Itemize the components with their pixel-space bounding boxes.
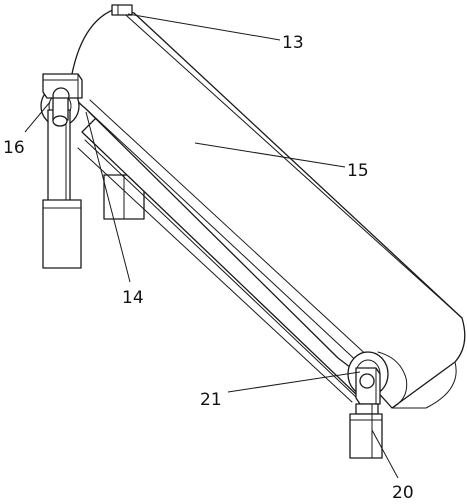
left-shaft — [52, 87, 70, 127]
conveyor-belt — [69, 7, 466, 409]
label-16: 16 — [3, 138, 25, 158]
leader-15 — [194, 142, 346, 168]
leader-20 — [371, 429, 399, 479]
leader-21 — [227, 371, 361, 393]
label-15: 15 — [347, 161, 369, 181]
leader-14 — [85, 111, 131, 283]
leader-13 — [127, 13, 281, 41]
left-support-leg — [42, 109, 82, 269]
left-bearing-block — [42, 73, 83, 99]
label-13: 13 — [282, 33, 304, 53]
label-20: 20 — [392, 483, 414, 503]
label-21: 21 — [200, 390, 222, 410]
leader-lines — [24, 13, 399, 479]
right-bearing-block — [355, 367, 381, 405]
right-support-leg — [349, 403, 383, 459]
leader-16 — [24, 101, 51, 133]
top-bracket — [111, 4, 133, 16]
label-14: 14 — [122, 288, 144, 308]
